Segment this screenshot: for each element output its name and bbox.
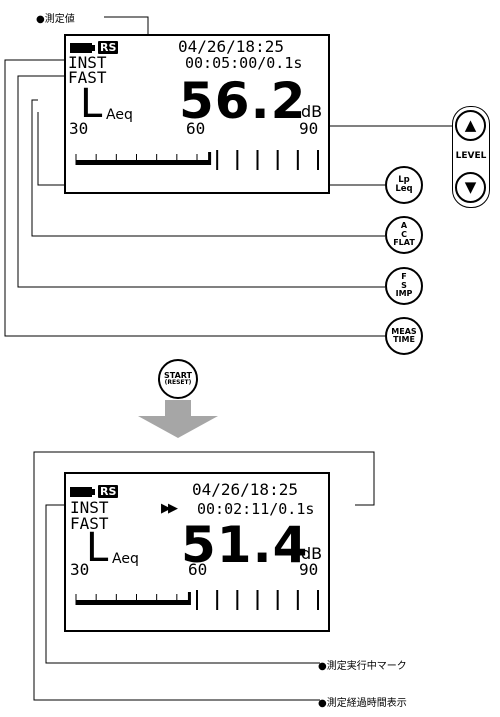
scale-30: 30 [69, 119, 89, 138]
level-control: ▲ LEVEL ▼ [452, 106, 490, 208]
measurement-time: 00:02:11/0.1s [197, 500, 315, 518]
scale-90: 90 [299, 119, 319, 138]
level-meter [75, 150, 319, 170]
l-symbol: L [80, 81, 103, 127]
unit-db: dB [301, 544, 323, 563]
rs-indicator: RS [98, 485, 119, 498]
datetime: 04/26/18:25 [178, 37, 284, 56]
elapsed-time-label: ●測定経過時間表示 [318, 698, 407, 709]
down-arrow-icon [138, 400, 218, 438]
start-reset-button[interactable]: START(RESET) [158, 359, 198, 399]
scale-30: 30 [70, 560, 90, 579]
mode-inst: INST [70, 498, 109, 517]
meter-peak-marker [187, 592, 191, 605]
level-label: LEVEL [455, 151, 487, 161]
scale-90: 90 [299, 560, 319, 579]
scale-60: 60 [188, 560, 208, 579]
bottom-lcd-display: RS 04/26/18:25 INST ▶▶ 00:02:11/0.1s FAS… [64, 472, 330, 632]
measurement-time: 00:05:00/0.1s [185, 54, 303, 72]
l-symbol: L [86, 525, 109, 571]
unit-db: dB [301, 102, 323, 121]
time-weighting: FAST [70, 514, 109, 533]
level-meter [75, 590, 319, 610]
level-down-button[interactable]: ▼ [455, 172, 486, 203]
measured-value-label: ●測定値 [36, 14, 75, 25]
l-subscript: Aeq [112, 551, 139, 567]
meter-fill [76, 160, 210, 165]
datetime: 04/26/18:25 [192, 480, 298, 499]
top-lcd-display: RS 04/26/18:25 INST 00:05:00/0.1s FAST L… [64, 34, 330, 194]
scale-60: 60 [186, 119, 206, 138]
level-up-button[interactable]: ▲ [455, 110, 486, 141]
meter-peak-marker [208, 152, 212, 165]
running-mark-label: ●測定実行中マーク [318, 661, 407, 672]
time-weighting: FAST [68, 68, 107, 87]
l-subscript: Aeq [106, 107, 133, 123]
meter-fill [76, 600, 189, 605]
measured-value: 51.4 [181, 516, 309, 574]
measured-value: 56.2 [179, 72, 307, 130]
running-mark-icon: ▶▶ [161, 501, 178, 516]
mode-inst: INST [68, 53, 107, 72]
battery-icon [70, 487, 95, 497]
battery-icon [70, 43, 95, 53]
rs-indicator: RS [98, 41, 119, 54]
